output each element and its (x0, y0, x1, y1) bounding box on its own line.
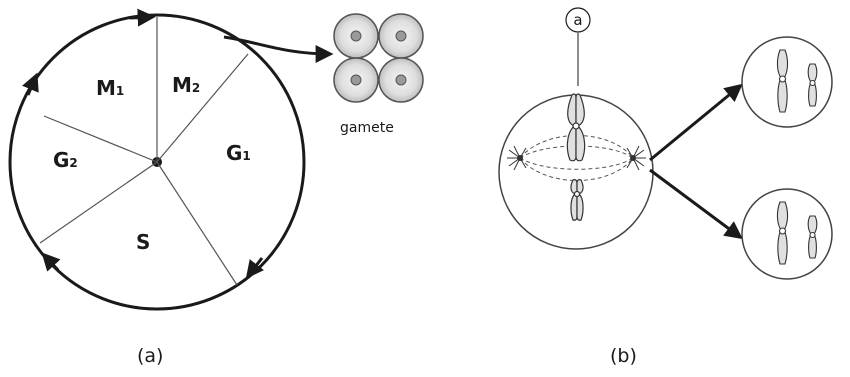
divider-m2-g1 (156, 53, 249, 163)
aster-right (626, 145, 646, 171)
meiosis-diagram: a (498, 7, 833, 280)
divider-g1-s (156, 161, 238, 286)
cell-cycle-diagram: M1 M2 G1 G2 S (8, 8, 334, 311)
daughter-chromosome-small (807, 63, 818, 107)
daughter-chromosome-small (807, 215, 818, 259)
daughter-cell-lower (741, 188, 833, 280)
aster-left (507, 145, 527, 171)
daughter-chromosome-large (776, 49, 789, 113)
phase-label-m1: M1 (96, 76, 124, 100)
caption-a: (a) (137, 345, 163, 367)
phase-label-g1: G1 (226, 141, 251, 165)
gamete-cell (378, 13, 424, 59)
daughter-chromosome-large (776, 201, 789, 265)
chromosome-large (566, 93, 586, 162)
marker-circle (565, 7, 591, 33)
divider-g2-m1 (43, 115, 158, 163)
gamete-cell (378, 57, 424, 103)
cycle-arrow-right-lower (245, 257, 264, 279)
chromosome-small (570, 179, 584, 221)
cycle-circle (8, 13, 306, 311)
gamete-cell (333, 57, 379, 103)
phase-label-g2: G2 (53, 148, 78, 172)
division-arrow-upper (649, 83, 743, 162)
phase-label-m2: M2 (172, 73, 200, 97)
cycle-arrow-left-upper (22, 72, 39, 96)
caption-b: (b) (610, 345, 637, 367)
gamete-label: gamete (340, 120, 394, 136)
gamete-cell (333, 13, 379, 59)
division-arrow-lower (649, 168, 743, 240)
divider-s-g2 (39, 161, 158, 244)
daughter-cell-upper (741, 36, 833, 128)
cycle-arrow-left-lower (41, 252, 61, 272)
marker-label: a (573, 11, 582, 29)
phase-label-s: S (136, 230, 150, 254)
cycle-arrow-top (129, 8, 156, 27)
exit-arrow-to-gametes (223, 35, 334, 63)
gamete-group: gamete (333, 13, 424, 136)
